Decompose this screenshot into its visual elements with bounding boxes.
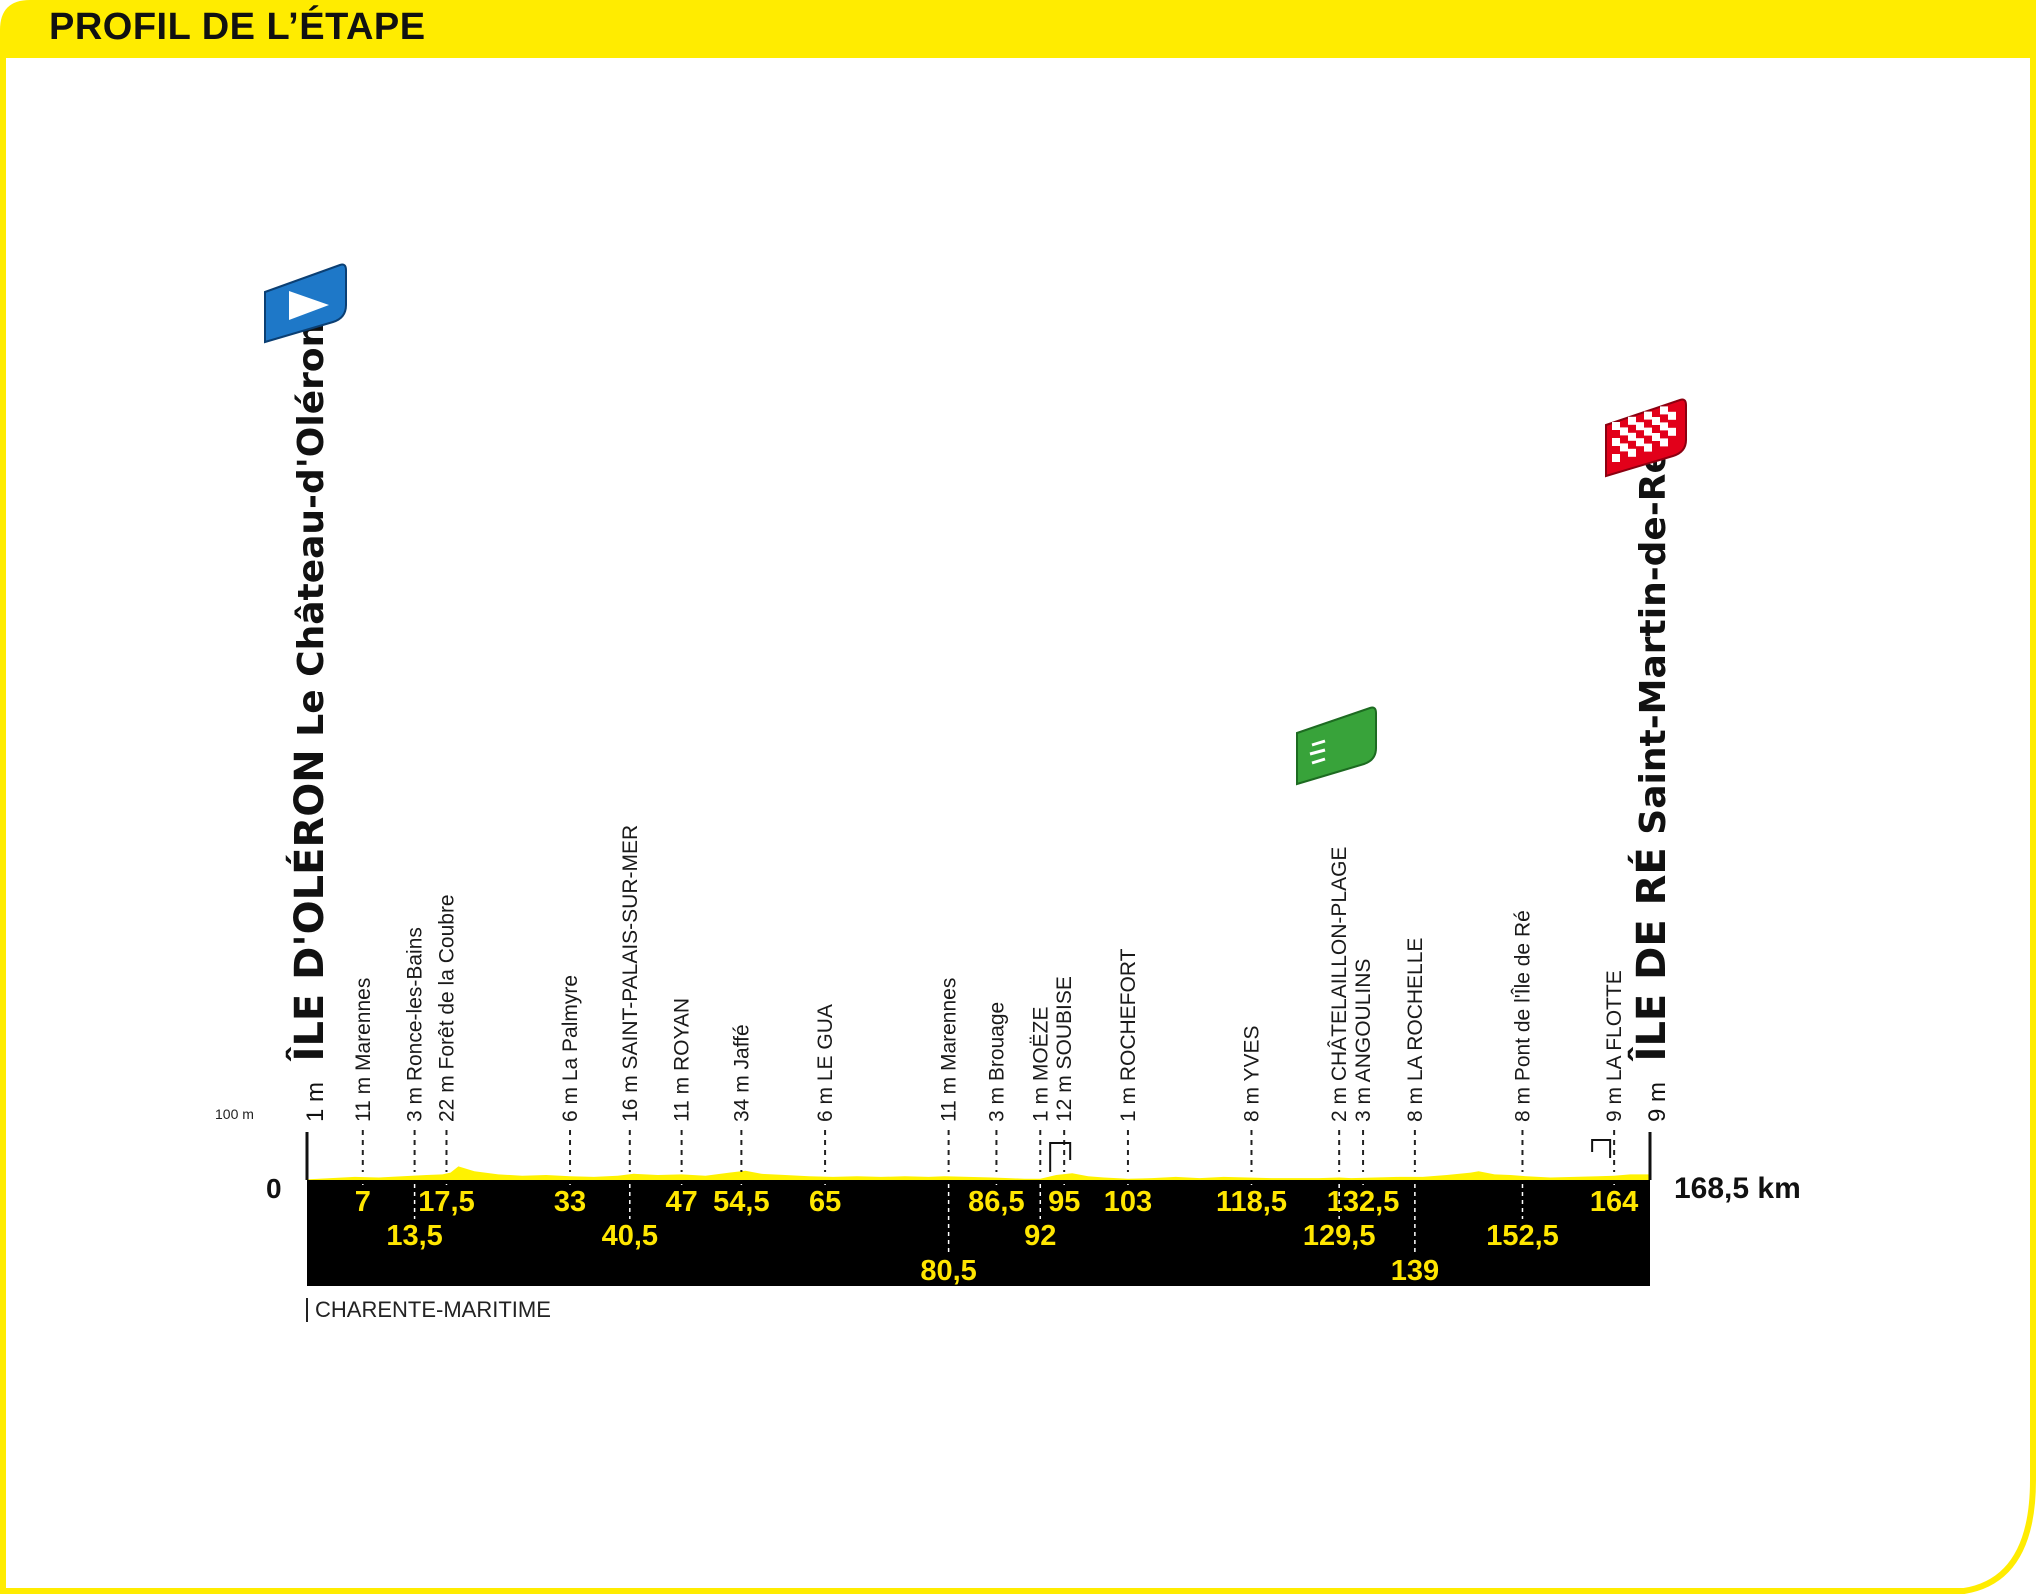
checker-square (1628, 416, 1636, 425)
waypoint-label: 8 m LA ROCHELLE (1404, 938, 1427, 1122)
waypoint-km: 103 (1104, 1186, 1152, 1218)
checker-square (1620, 443, 1628, 452)
checker-square (1620, 427, 1628, 436)
waypoint-km: 80,5 (920, 1255, 976, 1287)
waypoint-km: 65 (809, 1186, 841, 1218)
waypoint-km: 139 (1391, 1255, 1439, 1287)
waypoint-km: 33 (554, 1186, 586, 1218)
waypoint-markers (361, 1130, 1616, 1254)
finish-elevation: 9 m (1644, 1082, 1671, 1122)
la-flotte-bracket (1591, 1139, 1612, 1158)
waypoint-label: 1 m ROCHEFORT (1117, 948, 1140, 1122)
waypoint-labels: 11 m Marennes 3 m Ronce-les-Bains 22 m For… (352, 825, 1626, 1122)
waypoint-km: 152,5 (1486, 1220, 1559, 1252)
region-label: CHARENTE-MARITIME (315, 1297, 551, 1322)
checker-square (1660, 422, 1668, 431)
waypoint-km: 47 (665, 1186, 697, 1218)
waypoint-label: 9 m LA FLOTTE (1603, 970, 1626, 1122)
elevation-zero-label: 0 (266, 1173, 282, 1204)
finish-place-bold: ÎLE DE RÉ (1627, 847, 1675, 1061)
checker-square (1660, 438, 1668, 447)
start-place: Le Château-d'Oléron (291, 322, 332, 737)
frame-border (0, 58, 2036, 1594)
checker-square (1612, 438, 1620, 446)
checker-square (1652, 417, 1660, 425)
waypoint-label: 8 m Pont de l'Île de Ré (1512, 910, 1535, 1122)
waypoint-label: 6 m LE GUA (814, 1004, 837, 1122)
checker-square (1636, 438, 1644, 447)
finish-flag-icon (1605, 398, 1687, 478)
waypoint-km: 54,5 (713, 1186, 769, 1218)
waypoint-label: 6 m La Palmyre (559, 975, 582, 1122)
checker-square (1644, 443, 1652, 452)
waypoint-label: 3 m Brouage (985, 1002, 1008, 1122)
sprint-icon: S (1223, 706, 1377, 786)
profile-black-band (307, 1180, 1650, 1286)
waypoint-label: 3 m ANGOULINS (1352, 959, 1375, 1122)
total-distance-label: 168,5 km (1674, 1172, 1801, 1205)
checker-square (1612, 454, 1620, 462)
waypoint-label: 12 m SOUBISE (1053, 976, 1076, 1122)
waypoint-km: 92 (1024, 1220, 1056, 1252)
checker-square (1660, 406, 1668, 415)
checker-square (1628, 432, 1636, 441)
elevation-profile-area (307, 1166, 1650, 1180)
waypoint-label: 8 m YVES (1241, 1026, 1264, 1123)
waypoint-km: 7 (355, 1186, 371, 1218)
finish-place: Saint-Martin-de-Ré (1633, 449, 1674, 835)
checker-square (1644, 427, 1652, 436)
waypoint-km: 118,5 (1216, 1186, 1287, 1218)
svg-text:S: S (1223, 723, 1255, 766)
checker-square (1628, 448, 1636, 457)
start-flag-icon (264, 263, 347, 344)
waypoint-label: 11 m Marennes (352, 978, 375, 1122)
checker-square (1668, 427, 1676, 436)
finish-city-label: 9 m ÎLE DE RÉ Saint-Martin-de-Ré (1627, 449, 1675, 1122)
checker-square (1652, 433, 1660, 441)
start-city-label: 1 m ÎLE D'OLÉRON Le Château-d'Oléron (285, 322, 333, 1122)
waypoint-km: 13,5 (386, 1220, 442, 1252)
waypoint-label: 11 m ROYAN (671, 998, 694, 1122)
waypoint-label: 11 m Marennes (938, 978, 961, 1122)
waypoint-km: 164 (1590, 1186, 1638, 1218)
checker-square (1636, 422, 1644, 431)
waypoint-label: 22 m Forêt de la Coubre (436, 894, 459, 1122)
waypoint-km: 86,5 (968, 1186, 1024, 1218)
waypoint-km: 40,5 (602, 1220, 658, 1252)
checker-square (1644, 411, 1652, 420)
waypoint-label: 1 m MOËZE (1029, 1006, 1052, 1122)
waypoint-km: 132,5 (1327, 1186, 1400, 1218)
waypoint-km: 129,5 (1303, 1220, 1376, 1252)
waypoint-label: 3 m Ronce-les-Bains (404, 927, 427, 1122)
soubise-bracket (1049, 1142, 1072, 1172)
profile-base (305, 1132, 1652, 1286)
start-elevation: 1 m (302, 1082, 329, 1122)
waypoint-label: 2 m CHÂTELAILLON-PLAGE (1328, 847, 1351, 1122)
waypoint-label: 16 m SAINT-PALAIS-SUR-MER (619, 825, 642, 1122)
checker-square (1668, 411, 1676, 420)
start-place-bold: ÎLE D'OLÉRON (285, 749, 333, 1061)
header-bar (0, 0, 2036, 60)
elevation-scale-label: 100 m (215, 1106, 254, 1122)
waypoint-label: 34 m Jaffé (730, 1024, 753, 1122)
page-title: PROFIL DE L’ÉTAPE (49, 6, 426, 48)
waypoint-km: 95 (1048, 1186, 1080, 1218)
waypoint-km: 17,5 (418, 1186, 474, 1218)
checker-square (1612, 422, 1620, 430)
